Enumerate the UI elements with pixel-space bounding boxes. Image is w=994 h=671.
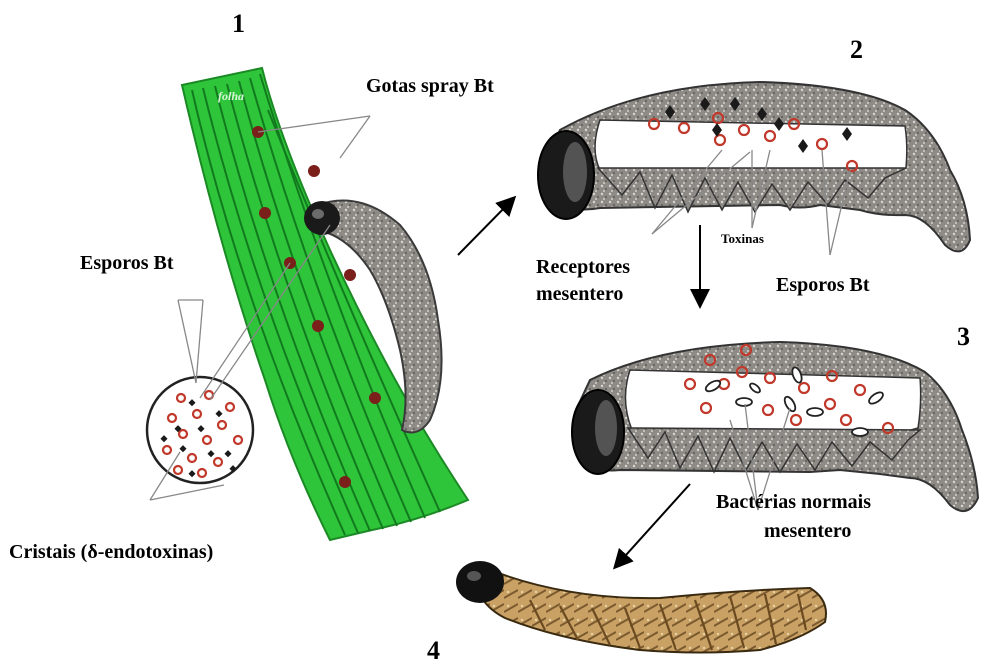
step-3-number: 3 bbox=[957, 322, 970, 351]
spray-drop bbox=[339, 476, 351, 488]
leaf-panel: folha bbox=[147, 68, 468, 540]
spray-drop bbox=[259, 207, 271, 219]
dead-larva bbox=[456, 561, 826, 653]
label-receptors-line1: Receptores bbox=[536, 256, 630, 278]
label-spores-left: Esporos Bt bbox=[80, 252, 174, 274]
label-crystals: Cristais (δ-endotoxinas) bbox=[9, 541, 213, 563]
spray-drop bbox=[344, 269, 356, 281]
label-toxins: Toxinas bbox=[721, 231, 764, 246]
label-bacteria-line2: mesentero bbox=[764, 520, 851, 542]
arrow-1-to-2 bbox=[458, 200, 512, 255]
leaf-label: folha bbox=[218, 89, 244, 103]
dead-larva-head bbox=[456, 561, 504, 603]
magnified-view bbox=[147, 377, 253, 483]
label-spray-drops: Gotas spray Bt bbox=[366, 75, 494, 97]
step-4-number: 4 bbox=[427, 636, 440, 665]
label-bacteria-line1: Bactérias normais bbox=[716, 491, 871, 513]
step-2-number: 2 bbox=[850, 35, 863, 64]
spray-drop bbox=[308, 165, 320, 177]
larva-head bbox=[304, 201, 340, 235]
label-spores-right: Esporos Bt bbox=[776, 274, 870, 296]
section-step3 bbox=[572, 342, 978, 511]
dead-larva-body bbox=[477, 565, 826, 653]
section-step2 bbox=[538, 82, 970, 255]
label-receptors-line2: mesentero bbox=[536, 283, 623, 305]
spray-drop bbox=[369, 392, 381, 404]
step-1-number: 1 bbox=[232, 9, 245, 38]
spray-drop bbox=[312, 320, 324, 332]
arrow-3-to-4 bbox=[617, 484, 690, 565]
